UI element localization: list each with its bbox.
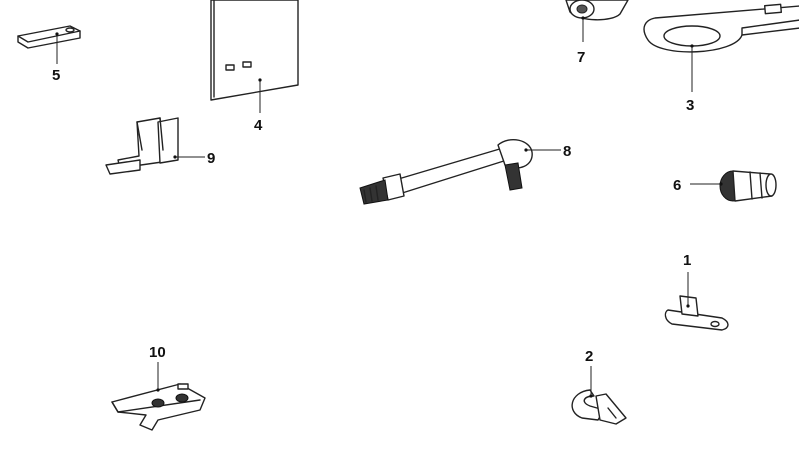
- callout-8: 8: [524, 143, 571, 160]
- callout-5: 5: [52, 32, 60, 84]
- callout-number-6: 6: [673, 177, 681, 194]
- callout-number-9: 9: [207, 150, 215, 167]
- callout-number-8: 8: [563, 143, 571, 160]
- part-7-grommet: [565, 0, 629, 21]
- part-10-bracket: [111, 383, 206, 431]
- callout-6: 6: [673, 177, 723, 194]
- callout-3: 3: [686, 44, 694, 114]
- callout-2: 2: [585, 348, 593, 398]
- callout-7: 7: [577, 16, 585, 66]
- callout-number-10: 10: [149, 344, 166, 361]
- callout-9: 9: [173, 150, 215, 167]
- part-5-plate: [17, 25, 81, 49]
- part-6-bushing: [719, 170, 777, 202]
- callout-4: 4: [254, 78, 263, 134]
- callout-1: 1: [683, 252, 691, 308]
- callout-number-7: 7: [577, 49, 585, 66]
- callout-number-3: 3: [686, 97, 694, 114]
- callout-number-1: 1: [683, 252, 691, 269]
- part-2-hose-clip: [571, 389, 627, 425]
- callout-number-4: 4: [254, 117, 263, 134]
- part-3-ring-bracket: [643, 3, 799, 53]
- part-8-linkage-rod: [359, 138, 533, 205]
- callout-number-5: 5: [52, 67, 60, 84]
- part-4-sheet: [210, 0, 299, 101]
- callout-10: 10: [149, 344, 166, 392]
- callout-number-2: 2: [585, 348, 593, 365]
- part-1-clip: [664, 295, 729, 331]
- part-9-clip: [105, 117, 179, 175]
